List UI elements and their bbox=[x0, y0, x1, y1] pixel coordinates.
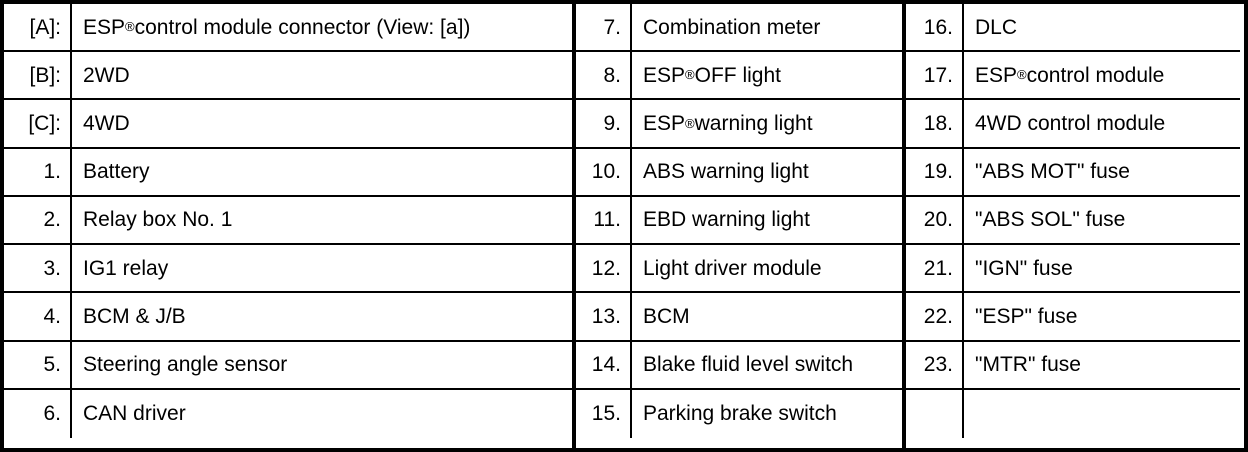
legend-item-label: Blake fluid level switch bbox=[630, 341, 902, 388]
legend-item-label: ESP® OFF light bbox=[630, 52, 902, 99]
legend-row: [B]: 2WD bbox=[4, 52, 572, 101]
legend-row: 20. "ABS SOL" fuse bbox=[906, 196, 1240, 246]
legend-row: 4. BCM & J/B bbox=[4, 293, 572, 342]
legend-item-label: ESP® warning light bbox=[630, 100, 902, 147]
legend-item-number: 20. bbox=[923, 208, 953, 232]
legend-item-label: DLC bbox=[962, 4, 1240, 51]
legend-item-label: BCM bbox=[630, 293, 902, 340]
legend-item-label: CAN driver bbox=[70, 389, 572, 438]
legend-row bbox=[906, 389, 1240, 438]
legend-row: 10. ABS warning light bbox=[576, 148, 902, 197]
legend-item-label: Relay box No. 1 bbox=[70, 196, 572, 244]
legend-label-text-before: ESP bbox=[643, 63, 686, 87]
legend-row: 18. 4WD control module bbox=[906, 100, 1240, 149]
legend-item-label: ABS warning light bbox=[630, 148, 902, 195]
legend-row: 5. Steering angle sensor bbox=[4, 341, 572, 390]
legend-item-label: "ABS MOT" fuse bbox=[962, 148, 1240, 195]
legend-item-label: Steering angle sensor bbox=[70, 341, 572, 388]
legend-item-number: 21. bbox=[923, 256, 953, 280]
legend-item-number: 9. bbox=[603, 112, 621, 136]
legend-item-label: Battery bbox=[70, 148, 572, 195]
legend-item-label: EBD warning light bbox=[630, 196, 902, 244]
legend-item-number: 8. bbox=[603, 63, 621, 87]
legend-item-number: [B]: bbox=[29, 63, 61, 87]
legend-label-text-before: ESP bbox=[643, 112, 686, 136]
legend-item-number: 12. bbox=[591, 256, 621, 280]
legend-label-text-before: ESP bbox=[975, 63, 1018, 87]
legend-row: 15. Parking brake switch bbox=[576, 389, 902, 438]
legend-item-number: 17. bbox=[923, 63, 953, 87]
legend-row: 19. "ABS MOT" fuse bbox=[906, 148, 1240, 197]
legend-column-middle: 7. Combination meter 8. ESP® OFF light 9. ESP… bbox=[572, 4, 902, 448]
legend-item-label: IG1 relay bbox=[70, 245, 572, 292]
legend-item-number: 3. bbox=[43, 256, 61, 280]
legend-row: 13. BCM bbox=[576, 293, 902, 342]
legend-row: 8. ESP® OFF light bbox=[576, 52, 902, 101]
legend-row: 23. "MTR" fuse bbox=[906, 341, 1240, 390]
legend-column-left: [A]: ESP® control module connector (View:… bbox=[4, 4, 572, 448]
legend-item-label: "MTR" fuse bbox=[962, 341, 1240, 388]
legend-item-number: 5. bbox=[43, 353, 61, 377]
legend-row: 22. "ESP" fuse bbox=[906, 293, 1240, 342]
legend-row: [A]: ESP® control module connector (View:… bbox=[4, 4, 572, 53]
legend-item-label: ESP® control module connector (View: [a]… bbox=[70, 4, 572, 51]
legend-item-number: 23. bbox=[923, 353, 953, 377]
legend-row: 16. DLC bbox=[906, 4, 1240, 53]
legend-row: 9. ESP® warning light bbox=[576, 100, 902, 149]
legend-item-number bbox=[906, 390, 962, 438]
legend-item-label: "IGN" fuse bbox=[962, 245, 1240, 292]
legend-label-text-after: OFF light bbox=[694, 63, 781, 87]
legend-item-label bbox=[962, 389, 1240, 438]
legend-item-number: 4. bbox=[43, 304, 61, 328]
legend-item-number: 19. bbox=[923, 160, 953, 184]
legend-item-number: 18. bbox=[923, 112, 953, 136]
legend-row: 7. Combination meter bbox=[576, 4, 902, 53]
legend-row: 2. Relay box No. 1 bbox=[4, 196, 572, 246]
legend-row: 6. CAN driver bbox=[4, 389, 572, 438]
legend-item-number: [C]: bbox=[28, 112, 61, 136]
legend-item-number: 22. bbox=[923, 304, 953, 328]
legend-item-number: 11. bbox=[593, 208, 621, 232]
legend-item-number: 14. bbox=[591, 353, 621, 377]
legend-label-text-before: ESP bbox=[83, 15, 126, 39]
legend-item-number: [A]: bbox=[29, 15, 61, 39]
legend-row: 21. "IGN" fuse bbox=[906, 245, 1240, 294]
legend-item-label: Combination meter bbox=[630, 4, 902, 51]
legend-row: 17. ESP® control module bbox=[906, 52, 1240, 101]
legend-item-number: 1. bbox=[43, 160, 61, 184]
legend-item-number: 10. bbox=[591, 160, 621, 184]
legend-item-label: Light driver module bbox=[630, 245, 902, 292]
legend-item-label: 4WD bbox=[70, 100, 572, 147]
legend-row: 12. Light driver module bbox=[576, 245, 902, 294]
legend-item-label: "ESP" fuse bbox=[962, 293, 1240, 340]
legend-item-label: ESP® control module bbox=[962, 52, 1240, 99]
legend-item-number: 13. bbox=[591, 304, 621, 328]
legend-item-label: 4WD control module bbox=[962, 100, 1240, 147]
legend-row: 14. Blake fluid level switch bbox=[576, 341, 902, 390]
legend-row: 3. IG1 relay bbox=[4, 245, 572, 294]
legend-label-text-after: warning light bbox=[694, 112, 813, 136]
legend-item-label: Parking brake switch bbox=[630, 389, 902, 438]
legend-item-number: 2. bbox=[43, 208, 61, 232]
legend-label-text-after: control module connector (View: [a]) bbox=[134, 15, 471, 39]
legend-item-number: 15. bbox=[591, 402, 621, 426]
legend-item-label: 2WD bbox=[70, 52, 572, 99]
legend-item-number: 6. bbox=[43, 402, 61, 426]
legend-item-number: 7. bbox=[603, 15, 621, 39]
legend-label-text-after: control module bbox=[1026, 63, 1165, 87]
legend-column-right: 16. DLC 17. ESP® control module 18. 4WD contr… bbox=[902, 4, 1240, 448]
legend-row: [C]: 4WD bbox=[4, 100, 572, 149]
legend-item-label: BCM & J/B bbox=[70, 293, 572, 340]
legend-row: 11. EBD warning light bbox=[576, 196, 902, 246]
legend-item-number: 16. bbox=[923, 15, 953, 39]
legend-item-label: "ABS SOL" fuse bbox=[962, 196, 1240, 244]
legend-row: 1. Battery bbox=[4, 148, 572, 197]
